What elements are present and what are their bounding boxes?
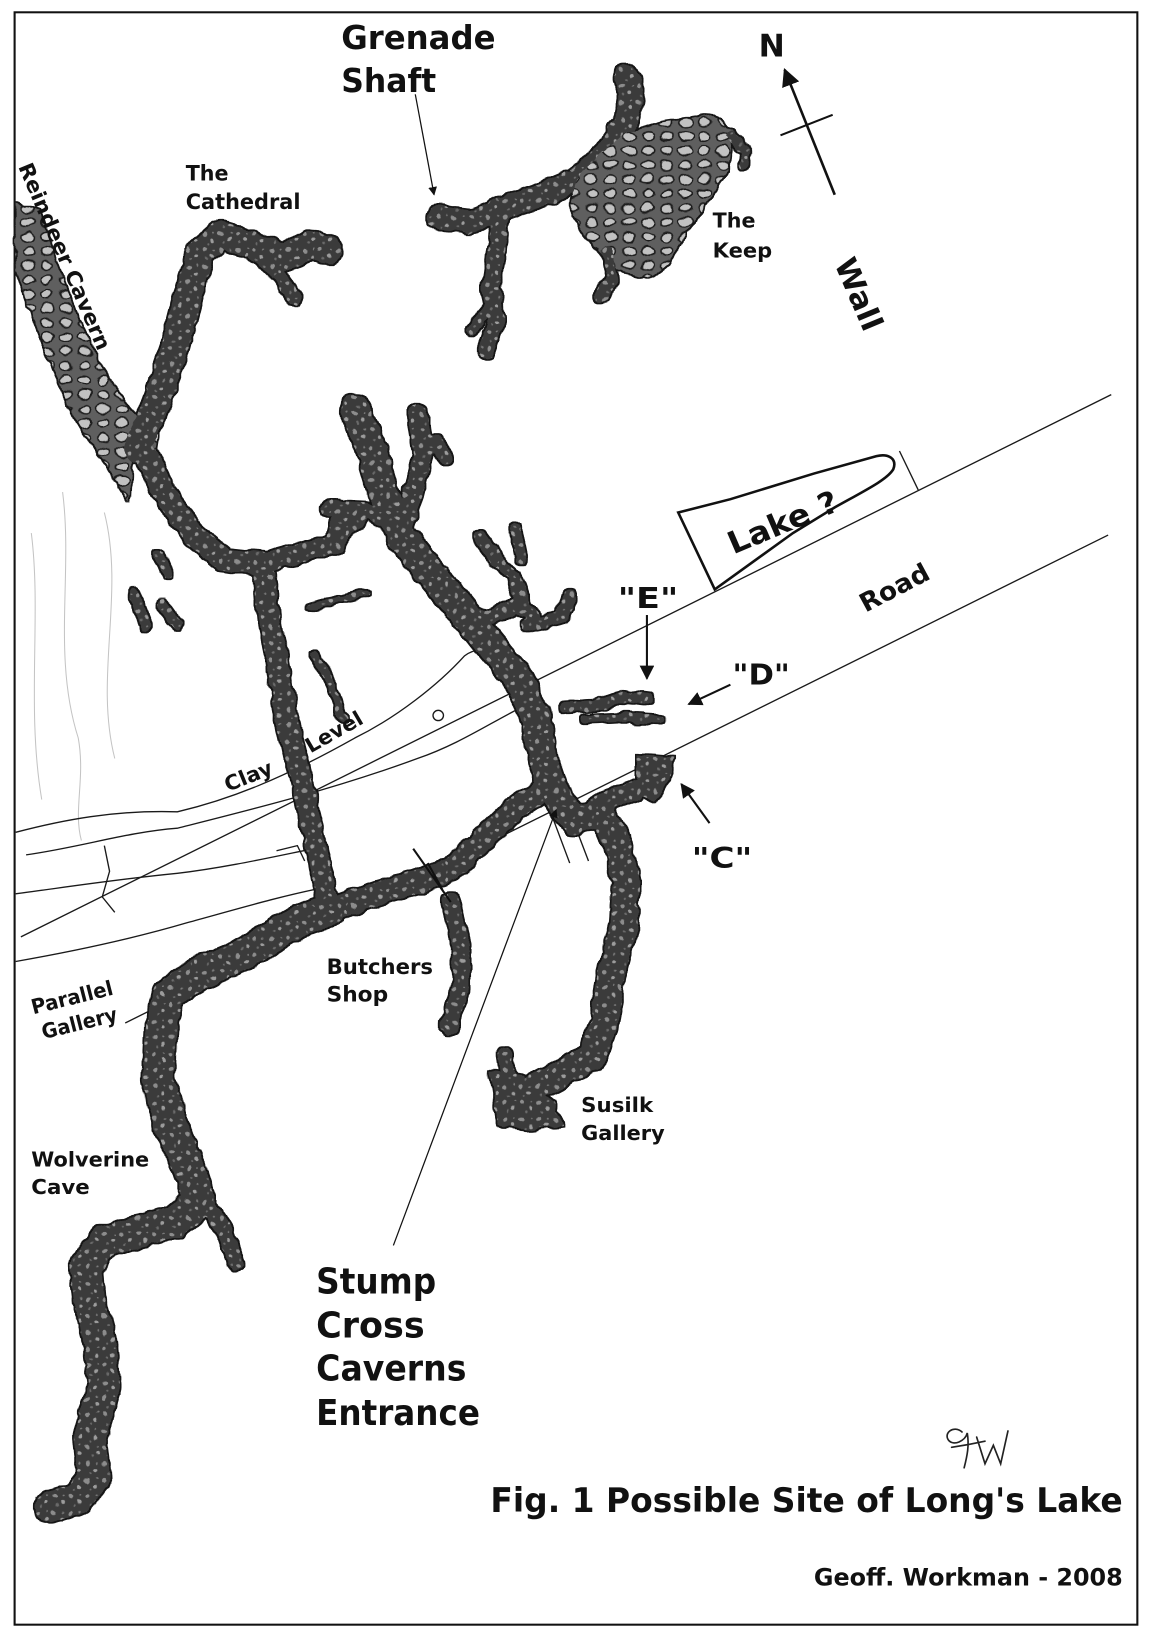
north-arrow-shaft (782, 68, 836, 196)
passage-main-knob (426, 435, 454, 465)
passage-north-south (252, 555, 341, 921)
label-site-e: "E" (618, 581, 679, 615)
passage-main-descent (340, 395, 589, 835)
site-c-arrow (680, 782, 711, 824)
north-arrow-crossbar (780, 113, 834, 137)
passage-susilk-spur (497, 1046, 517, 1096)
figure-caption: Fig. 1 Possible Site of Long's Lake (490, 1481, 1122, 1521)
label-entrance-line4: Entrance (316, 1391, 480, 1434)
label-entrance-line3: Caverns (316, 1347, 466, 1390)
label-site-d: "D" (732, 658, 789, 692)
chamber-the-keep (569, 114, 733, 279)
label-road: Road (855, 558, 936, 619)
site-d-passage (558, 691, 655, 713)
grenade-shaft-pointer (414, 94, 437, 196)
site-d-passage (580, 713, 664, 724)
parallel-gallery-outline-lower (15, 887, 324, 963)
passage-reindeer-cavern (15, 202, 159, 501)
parallel-gallery-outline-upper (15, 846, 324, 895)
figure-border (13, 11, 1139, 1626)
label-clay: Clay (221, 756, 277, 797)
signature-initials (946, 1428, 1009, 1469)
passage-grenade-shaft (426, 64, 644, 233)
north-arrow-icon (780, 68, 836, 196)
north-label: N (759, 29, 785, 65)
label-grenade-shaft-line1: Grenade (341, 18, 495, 57)
label-butchers-shop-line2: Shop (327, 983, 389, 1008)
passage-upper-east (251, 501, 354, 573)
outline-wiggle (276, 844, 306, 862)
passage-butchers-shop (318, 777, 557, 922)
road-edge-north (20, 394, 1112, 938)
minor-passage (128, 587, 152, 631)
faint-trace (30, 532, 43, 800)
label-susilk-gallery-line1: Susilk (581, 1093, 654, 1117)
passage-main-prong (393, 402, 434, 539)
clay-level-outline-upper (15, 649, 500, 833)
passage-butchers-shop-spur (440, 893, 470, 1036)
outline-wiggle (101, 845, 116, 913)
label-site-c: "C" (692, 841, 753, 875)
label-the-keep-line1: The (713, 209, 756, 233)
passage-keep-branch (594, 246, 620, 302)
passage-keep-branch (466, 294, 502, 336)
entrance-pointer (392, 808, 558, 1246)
label-the-cathedral-line1: The (186, 162, 229, 187)
label-the-keep-line2: Keep (713, 238, 772, 262)
passage-keep-branch (477, 205, 510, 359)
site-c-chamber (636, 753, 675, 802)
passage-cathedral-descent (132, 439, 273, 576)
passage-keep-branch (726, 131, 752, 171)
passage-east-branch (521, 590, 576, 632)
passage-susilk-gallery (497, 798, 640, 1121)
passage-the-cathedral (124, 220, 342, 463)
label-entrance-line2: Cross (316, 1304, 425, 1347)
site-d-arrow (687, 683, 731, 706)
label-wolverine-cave-line2: Cave (31, 1175, 89, 1199)
clay-level-outline-lower (25, 706, 523, 856)
clay-level-mark (432, 709, 445, 722)
passage-east-branch (473, 530, 531, 613)
lake-outline (676, 454, 896, 592)
faint-traces (30, 491, 116, 841)
passage-cathedral-branch (249, 244, 302, 307)
minor-passage (154, 549, 172, 579)
label-susilk-gallery-line2: Gallery (581, 1121, 665, 1145)
figure-credit: Geoff. Workman - 2008 (814, 1564, 1123, 1592)
crossing-mark (412, 848, 452, 903)
label-wolverine-cave-line1: Wolverine (31, 1148, 149, 1172)
faint-trace (103, 512, 116, 759)
passage-wolverine-cave (34, 894, 346, 1523)
outlined-passages (15, 649, 590, 963)
label-butchers-shop-line1: Butchers (327, 955, 433, 980)
passage-east-branch (510, 523, 527, 565)
label-the-cathedral-line2: Cathedral (186, 190, 301, 215)
lake-road-tick (898, 450, 919, 491)
label-entrance-line1: Stump (316, 1260, 436, 1303)
cave-passages (15, 64, 752, 1523)
label-grenade-shaft-line2: Shaft (341, 62, 436, 101)
passage-site-c-link (564, 780, 648, 830)
minor-passage (310, 651, 347, 722)
minor-passage (157, 599, 183, 631)
passage-wolverine-spur (196, 1193, 245, 1272)
minor-passage (305, 589, 371, 610)
faint-trace (62, 491, 82, 841)
label-wall: Wall (827, 253, 890, 336)
